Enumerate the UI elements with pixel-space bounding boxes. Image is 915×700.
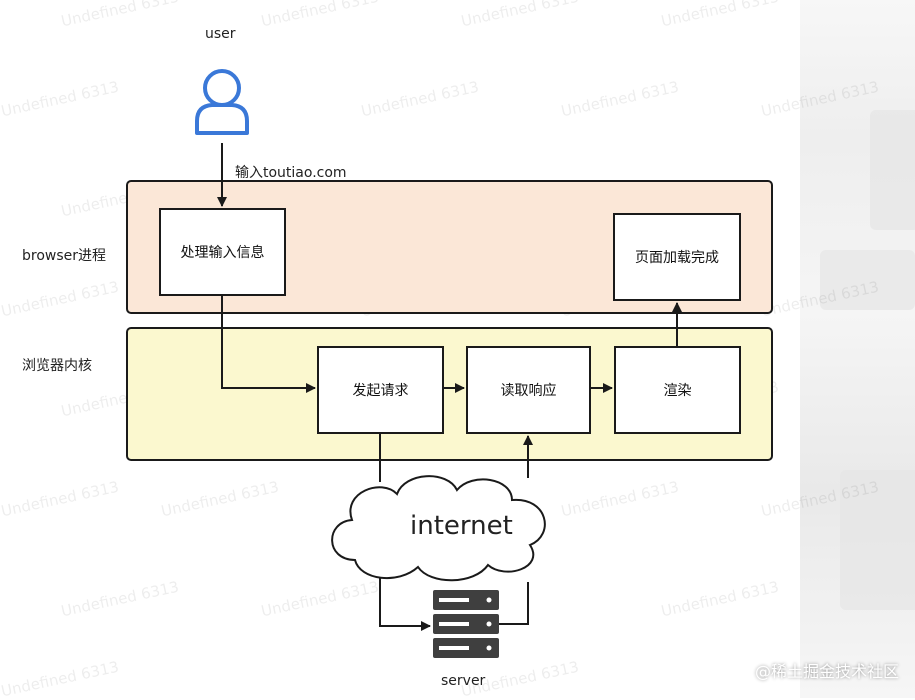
watermark: Undefined 6313 bbox=[59, 577, 181, 621]
watermark: Undefined 6313 bbox=[0, 657, 121, 700]
send-request-node: 发起请求 bbox=[317, 346, 444, 434]
user-label: user bbox=[205, 26, 236, 42]
watermark: Undefined 6313 bbox=[659, 577, 781, 621]
process-input-node: 处理输入信息 bbox=[159, 208, 286, 296]
page-loaded-label: 页面加载完成 bbox=[635, 250, 719, 266]
server-label: server bbox=[441, 673, 486, 689]
browser-process-lane-label: browser进程 bbox=[22, 248, 107, 264]
watermark: Undefined 6313 bbox=[0, 77, 121, 121]
input-edge-label: 输入toutiao.com bbox=[235, 165, 347, 181]
send-request-label: 发起请求 bbox=[352, 383, 409, 399]
watermark: Undefined 6313 bbox=[559, 77, 681, 121]
render-node: 渲染 bbox=[614, 346, 741, 434]
watermark: Undefined 6313 bbox=[359, 77, 481, 121]
browser-kernel-lane-label: 浏览器内核 bbox=[22, 358, 92, 374]
watermark: Undefined 6313 bbox=[0, 277, 121, 321]
background-photo-edge bbox=[800, 0, 915, 698]
watermark: Undefined 6313 bbox=[259, 0, 381, 31]
watermark: Undefined 6313 bbox=[0, 477, 121, 521]
edge-server-to-response bbox=[499, 582, 529, 625]
edge-request-to-server-lower bbox=[379, 578, 431, 631]
watermark: Undefined 6313 bbox=[659, 0, 781, 31]
brand-watermark: @稀土掘金技术社区 bbox=[754, 662, 899, 681]
internet-cloud-label: internet bbox=[410, 511, 513, 541]
page-loaded-node: 页面加载完成 bbox=[613, 213, 741, 301]
watermark: Undefined 6313 bbox=[59, 0, 181, 31]
watermark: Undefined 6313 bbox=[459, 0, 581, 31]
watermark: Undefined 6313 bbox=[259, 577, 381, 621]
watermark: Undefined 6313 bbox=[159, 477, 281, 521]
render-label: 渲染 bbox=[663, 383, 692, 399]
watermark: Undefined 6313 bbox=[559, 477, 681, 521]
read-response-label: 读取响应 bbox=[500, 383, 557, 399]
read-response-node: 读取响应 bbox=[466, 346, 591, 434]
process-input-label: 处理输入信息 bbox=[180, 245, 265, 261]
server-icon bbox=[433, 590, 499, 658]
